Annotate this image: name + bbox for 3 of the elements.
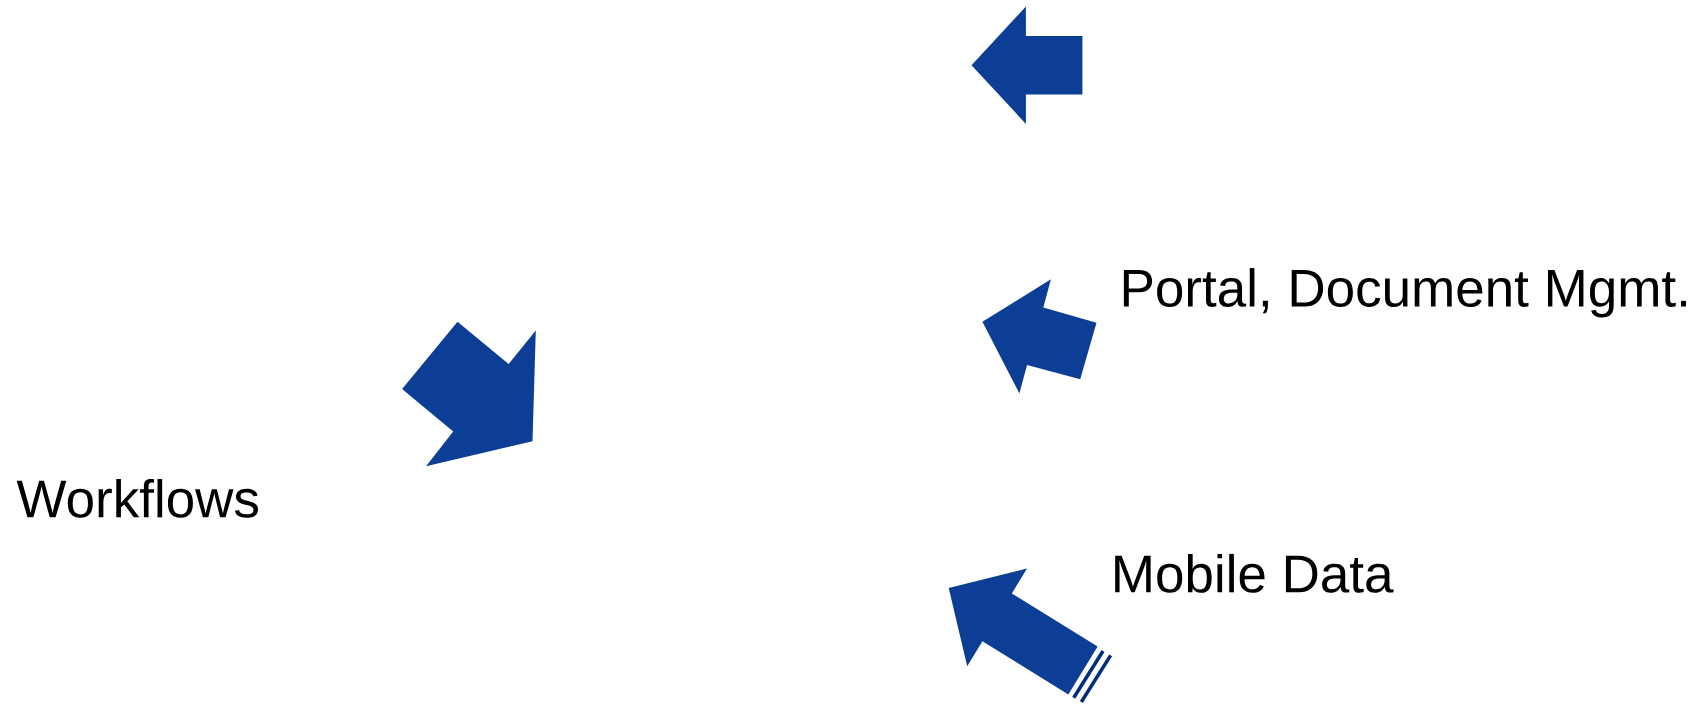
label: Mobile Data [1115, 553, 1394, 593]
label: Workflows [16, 478, 258, 518]
label: Portal, Document Mgmt. [1123, 268, 1686, 318]
